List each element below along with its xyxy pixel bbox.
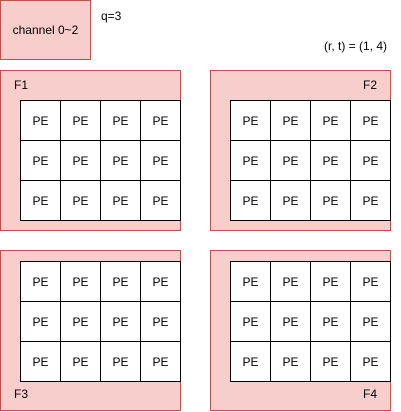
pe-cell: PE: [61, 181, 101, 221]
pe-cell: PE: [271, 302, 311, 342]
pe-cell: PE: [141, 101, 181, 141]
frame-f4-label: F4: [362, 387, 377, 401]
pe-cell: PE: [101, 141, 141, 181]
pe-cell: PE: [351, 342, 391, 382]
pe-cell: PE: [21, 181, 61, 221]
pe-cell: PE: [351, 181, 391, 221]
pe-cell: PE: [271, 101, 311, 141]
pe-cell: PE: [61, 141, 101, 181]
pe-cell: PE: [311, 262, 351, 302]
pe-cell: PE: [231, 141, 271, 181]
pe-cell: PE: [101, 181, 141, 221]
pe-cell: PE: [351, 302, 391, 342]
pe-cell: PE: [231, 262, 271, 302]
pe-cell: PE: [141, 141, 181, 181]
pe-cell: PE: [231, 181, 271, 221]
pe-cell: PE: [311, 302, 351, 342]
pe-cell: PE: [231, 302, 271, 342]
frame-f3-label: F3: [14, 387, 29, 401]
pe-cell: PE: [101, 302, 141, 342]
pe-cell: PE: [271, 342, 311, 382]
pe-cell: PE: [141, 262, 181, 302]
pe-cell: PE: [21, 302, 61, 342]
pe-cell: PE: [101, 262, 141, 302]
pe-cell: PE: [311, 342, 351, 382]
pe-cell: PE: [141, 302, 181, 342]
pe-cell: PE: [141, 342, 181, 382]
pe-cell: PE: [101, 101, 141, 141]
pe-cell: PE: [61, 262, 101, 302]
pe-cell: PE: [61, 342, 101, 382]
pe-cell: PE: [21, 342, 61, 382]
pe-cell: PE: [271, 262, 311, 302]
pe-cell: PE: [311, 141, 351, 181]
pe-cell: PE: [311, 101, 351, 141]
frame-f1-label: F1: [14, 78, 29, 92]
frame-f2-label: F2: [362, 78, 377, 92]
pe-cell: PE: [351, 141, 391, 181]
pe-cell: PE: [231, 342, 271, 382]
pe-cell: PE: [21, 141, 61, 181]
rt-label: (r, t) = (1, 4): [324, 39, 388, 53]
channel-box: channel 0~2: [0, 0, 91, 60]
q-label: q=3: [101, 9, 122, 23]
pe-cell: PE: [61, 101, 101, 141]
pe-cell: PE: [351, 101, 391, 141]
pe-cell: PE: [101, 342, 141, 382]
pe-cell: PE: [21, 101, 61, 141]
pe-cell: PE: [141, 181, 181, 221]
pe-cell: PE: [231, 101, 271, 141]
pe-cell: PE: [351, 262, 391, 302]
pe-cell: PE: [271, 141, 311, 181]
pe-cell: PE: [61, 302, 101, 342]
pe-cell: PE: [271, 181, 311, 221]
pe-cell: PE: [311, 181, 351, 221]
channel-label: channel 0~2: [12, 23, 79, 37]
pe-cell: PE: [21, 262, 61, 302]
